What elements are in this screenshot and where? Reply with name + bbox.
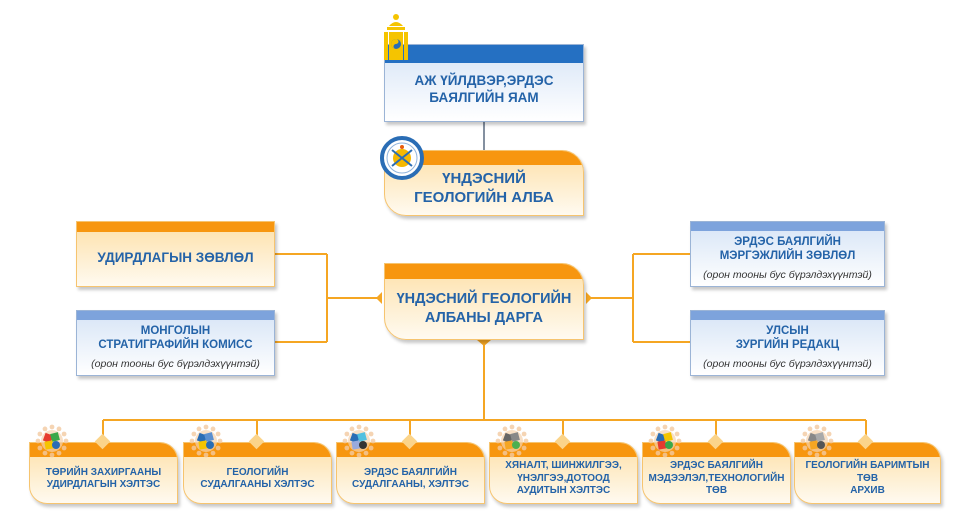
ministry-header-bar [385, 45, 583, 63]
management-council-box[interactable]: УДИРДЛАГЫН ЗӨВЛӨЛ [76, 221, 275, 287]
state-map-editorial-box[interactable]: УЛСЫН ЗУРГИЙН РЕДАКЦ (орон тооны бус бүр… [690, 310, 885, 376]
department-title-line3: ТӨВ [705, 485, 728, 497]
mineral-expert-council-note: (орон тооны бус бүрэлдэхүүнтэй) [703, 269, 872, 282]
geology-agency-logo-icon [380, 136, 424, 180]
department-header-bar [337, 443, 484, 457]
department-header-bar [643, 443, 790, 457]
management-council-header-bar [77, 222, 274, 232]
department-title-line2: АРХИВ [850, 485, 885, 497]
magnifier-icon [342, 424, 376, 458]
people-puzzle-icon [35, 424, 69, 458]
network-icon [648, 424, 682, 458]
mineral-expert-council-title-line2: МЭРГЭЖЛИЙН ЗӨВЛӨЛ [719, 250, 856, 262]
soyombo-emblem-icon [384, 14, 408, 60]
department-header-bar [795, 443, 940, 457]
department-title-line1: ГЕОЛОГИЙН [226, 466, 289, 478]
department-header-bar [490, 443, 637, 457]
agency-title-line2: ГЕОЛОГИЙН АЛБА [414, 189, 554, 206]
agency-title-line1: ҮНДЭСНИЙ [442, 170, 526, 188]
department-title-line2: МЭДЭЭЛЭЛ,ТЕХНОЛОГИЙН [648, 472, 785, 484]
stratigraphic-commission-box[interactable]: МОНГОЛЫН СТРАТИГРАФИЙН КОМИСС (орон тоон… [76, 310, 275, 376]
stratigraphic-commission-title-line1: МОНГОЛЫН [140, 324, 211, 337]
ministry-box[interactable]: АЖ ҮЙЛДВЭР,ЭРДЭС БАЯЛГИЙН ЯАМ [384, 44, 584, 122]
stratigraphic-commission-header-bar [77, 311, 274, 320]
department-title-line1: ЭРДЭС БАЯЛГИЙН [670, 460, 763, 472]
ministry-title-line2: БАЯЛГИЙН ЯАМ [429, 90, 539, 105]
state-map-editorial-header-bar [691, 311, 884, 320]
department-title-line1: ТӨРИЙН ЗАХИРГААНЫ [45, 466, 162, 478]
department-title-line2: УДИРДЛАГЫН ХЭЛТЭС [46, 479, 161, 490]
archive-box-icon [800, 424, 834, 458]
stratigraphic-commission-note: (орон тооны бус бүрэлдэхүүнтэй) [91, 358, 260, 371]
department-title-line3: АУДИТЫН ХЭЛТЭС [516, 485, 611, 497]
management-council-title: УДИРДЛАГЫН ЗӨВЛӨЛ [97, 249, 254, 265]
department-title-line1: ГЕОЛОГИЙН БАРИМТЫН ТӨВ [805, 460, 930, 484]
gears-icon [495, 424, 529, 458]
stratigraphic-commission-title-line2: СТРАТИГРАФИЙН КОМИСС [98, 339, 253, 351]
department-title-line2: ҮНЭЛГЭЭ,ДОТООД [517, 472, 610, 484]
department-title-line2: СУДАЛГААНЫ, ХЭЛТЭС [352, 479, 469, 490]
state-map-editorial-note: (орон тооны бус бүрэлдэхүүнтэй) [703, 358, 872, 371]
department-header-bar [30, 443, 177, 457]
mineral-expert-council-header-bar [691, 222, 884, 231]
mineral-expert-council-box[interactable]: ЭРДЭС БАЯЛГИЙН МЭРГЭЖЛИЙН ЗӨВЛӨЛ (орон т… [690, 221, 885, 287]
ministry-title-line1: АЖ ҮЙЛДВЭР,ЭРДЭС [414, 73, 554, 89]
state-map-editorial-title-line1: УЛСЫН [766, 324, 809, 337]
director-title-line1: ҮНДЭСНИЙ ГЕОЛОГИЙН [396, 291, 572, 308]
department-title-line2: СУДАЛГААНЫ ХЭЛТЭС [200, 479, 315, 490]
state-map-editorial-title-line2: ЗУРГИЙН РЕДАКЦ [735, 339, 840, 351]
director-header-bar [385, 264, 583, 279]
agency-header-bar [385, 151, 583, 165]
department-title-line1: ЭРДЭС БАЯЛГИЙН [364, 466, 457, 478]
director-title-line2: АЛБАНЫ ДАРГА [424, 309, 544, 326]
department-header-bar [184, 443, 331, 457]
director-box[interactable]: ҮНДЭСНИЙ ГЕОЛОГИЙН АЛБАНЫ ДАРГА [384, 263, 584, 340]
department-title-line1: ХЯНАЛТ, ШИНЖИЛГЭЭ, [505, 460, 622, 472]
pickaxe-icon [189, 424, 223, 458]
mineral-expert-council-title-line1: ЭРДЭС БАЯЛГИЙН [734, 235, 841, 248]
